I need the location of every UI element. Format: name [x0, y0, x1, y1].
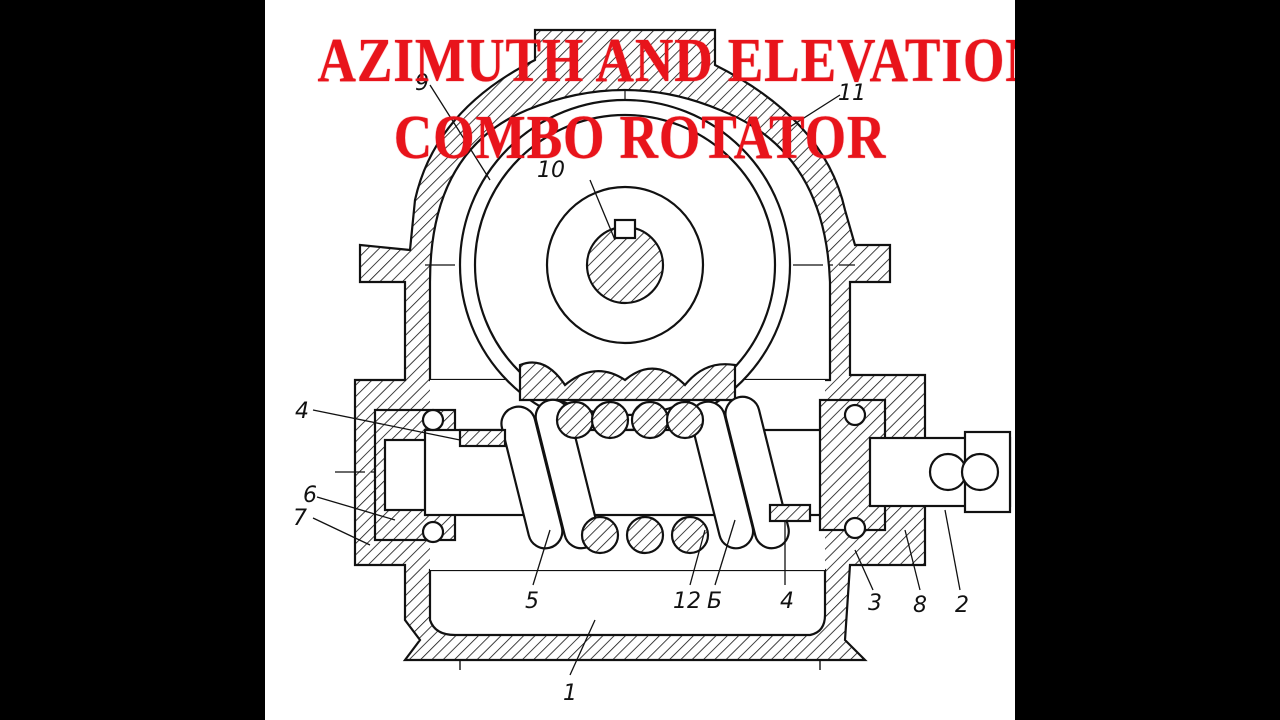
leader-lines [312, 84, 961, 676]
title-line-1: AZIMUTH AND ELEVATION [317, 27, 1016, 95]
label-10: 10 [537, 158, 565, 183]
part-labels: 4 6 7 5 12 Б 4 3 8 2 1 9 10 11 [293, 71, 969, 706]
label-4-left: 4 [295, 399, 309, 424]
label-1: 1 [563, 681, 577, 706]
diagram-panel: 4 6 7 5 12 Б 4 3 8 2 1 9 10 11 AZIMUTH A… [265, 0, 1015, 720]
label-4-right: 4 [780, 589, 794, 614]
label-2: 2 [955, 593, 969, 618]
label-b: Б [707, 589, 722, 614]
worm-gear-cross-section: 4 6 7 5 12 Б 4 3 8 2 1 9 10 11 [293, 28, 1015, 706]
label-3: 3 [868, 591, 882, 616]
worm-wheel [458, 98, 792, 432]
label-8: 8 [913, 593, 927, 618]
label-12: 12 [673, 589, 701, 614]
label-5: 5 [525, 589, 539, 614]
label-6: 6 [303, 483, 317, 508]
title-line-2: COMBO ROTATOR [393, 104, 887, 172]
label-9: 9 [415, 71, 429, 96]
label-11: 11 [838, 81, 866, 106]
label-7: 7 [293, 506, 307, 531]
